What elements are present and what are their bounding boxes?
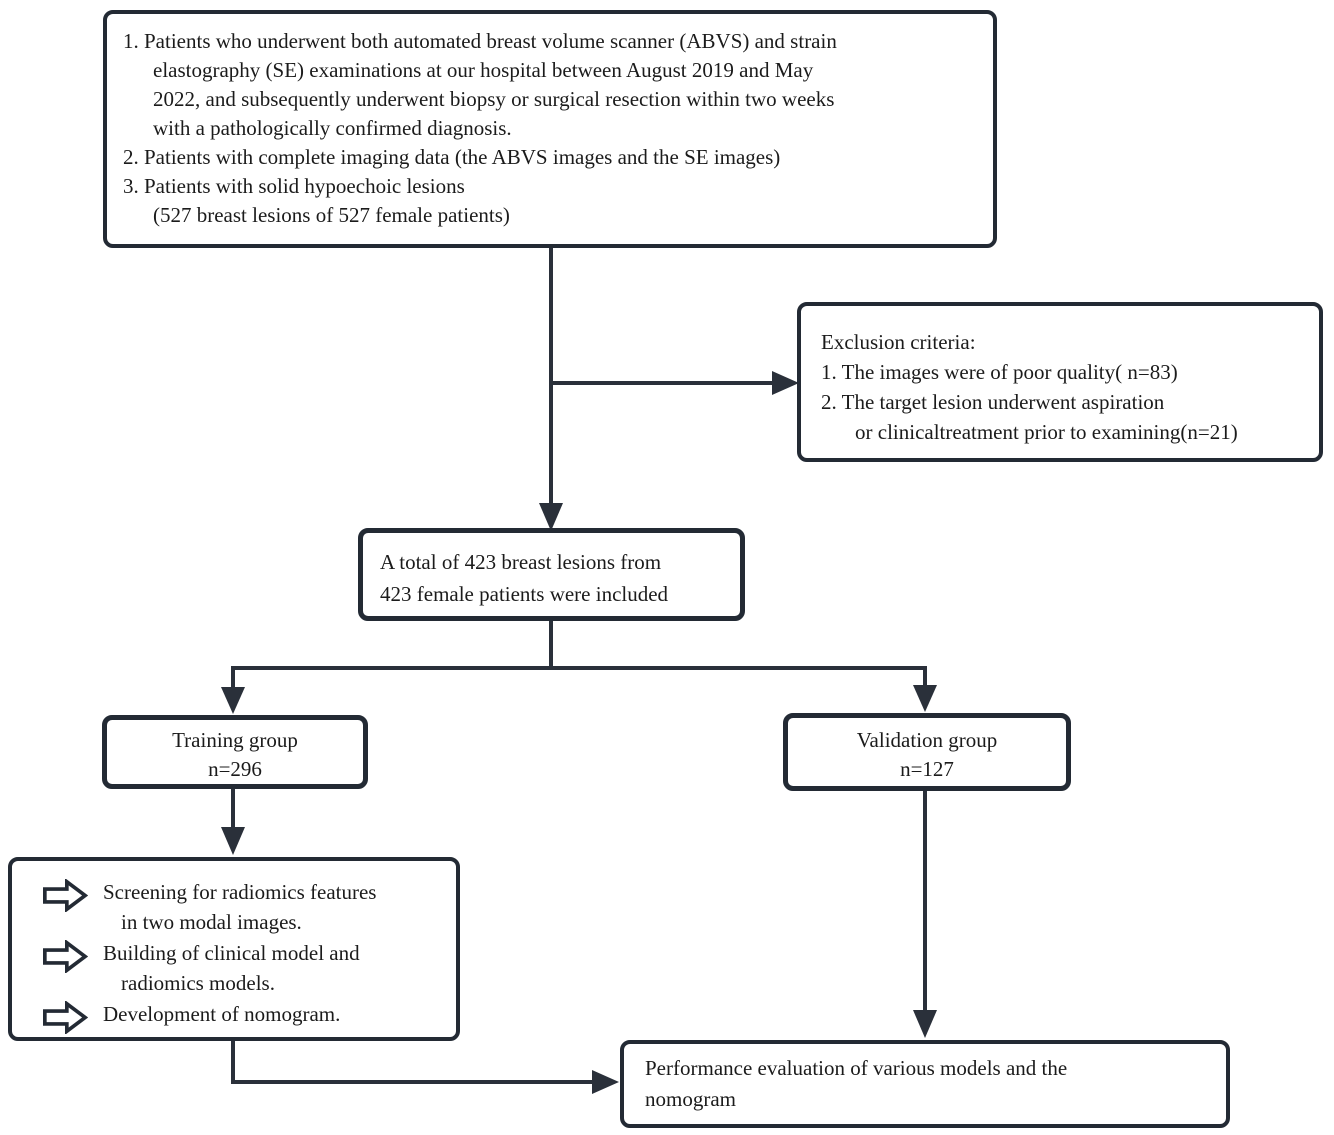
included-text: A total of 423 breast lesions from 423 f… xyxy=(380,550,669,606)
inclusion-item-3: 3. Patients with solid hypoechoic lesion… xyxy=(123,174,510,227)
radiomics-step-3: Development of nomogram. xyxy=(103,1002,341,1026)
line-radiomics-to-performance xyxy=(231,1038,592,1084)
arrow-bullet-icon xyxy=(43,940,88,973)
training-group-label: Training group xyxy=(172,728,298,752)
performance-text: Performance evaluation of various models… xyxy=(645,1056,1068,1111)
arrowhead-down-radiomics xyxy=(221,827,245,855)
included-total-box: A total of 423 breast lesions from 423 f… xyxy=(358,528,745,621)
exclusion-criteria-box: Exclusion criteria: 1. The images were o… xyxy=(797,302,1323,462)
arrow-bullet-icon xyxy=(43,879,88,912)
validation-group-label: Validation group xyxy=(856,728,998,752)
exclusion-title: Exclusion criteria: xyxy=(821,330,976,354)
inclusion-item-2: 2. Patients with complete imaging data (… xyxy=(123,145,781,169)
training-group-count: n=296 xyxy=(208,757,262,781)
training-group-box: Training group n=296 xyxy=(102,715,368,789)
radiomics-steps-box: Screening for radiomics features in two … xyxy=(8,857,460,1041)
arrowhead-down-training xyxy=(221,687,245,714)
exclusion-item-1: 1. The images were of poor quality( n=83… xyxy=(821,360,1178,384)
radiomics-step-2: Building of clinical model and radiomics… xyxy=(103,941,360,995)
inclusion-criteria-box: 1. Patients who underwent both automated… xyxy=(103,10,997,248)
arrowhead-down-performance xyxy=(913,1010,937,1038)
performance-evaluation-box: Performance evaluation of various models… xyxy=(620,1040,1230,1128)
validation-group-box: Validation group n=127 xyxy=(783,713,1071,791)
radiomics-step-1: Screening for radiomics features in two … xyxy=(103,880,377,934)
radiomics-step-row: Screening for radiomics features in two … xyxy=(42,877,450,937)
arrowhead-right-exclusion xyxy=(772,371,799,395)
arrowhead-right-performance xyxy=(592,1070,619,1094)
radiomics-step-row: Building of clinical model and radiomics… xyxy=(42,938,450,998)
validation-group-count: n=127 xyxy=(900,757,954,781)
arrowhead-down-included xyxy=(539,503,563,531)
exclusion-item-2: 2. The target lesion underwent aspiratio… xyxy=(821,390,1238,444)
radiomics-step-row: Development of nomogram. xyxy=(42,999,450,1034)
arrow-bullet-icon xyxy=(43,1001,88,1034)
inclusion-item-1: 1. Patients who underwent both automated… xyxy=(123,29,837,140)
arrowhead-down-validation xyxy=(913,685,937,712)
